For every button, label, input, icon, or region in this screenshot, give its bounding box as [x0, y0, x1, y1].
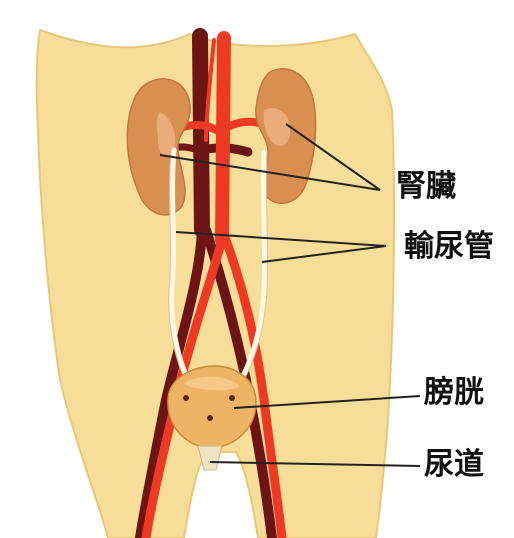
- label-urethra: 尿道: [424, 447, 484, 482]
- label-bladder: 膀胱: [423, 375, 484, 410]
- label-ureter: 輸尿管: [404, 229, 494, 264]
- label-kidney: 腎臟: [396, 169, 456, 204]
- urethra: [198, 446, 222, 470]
